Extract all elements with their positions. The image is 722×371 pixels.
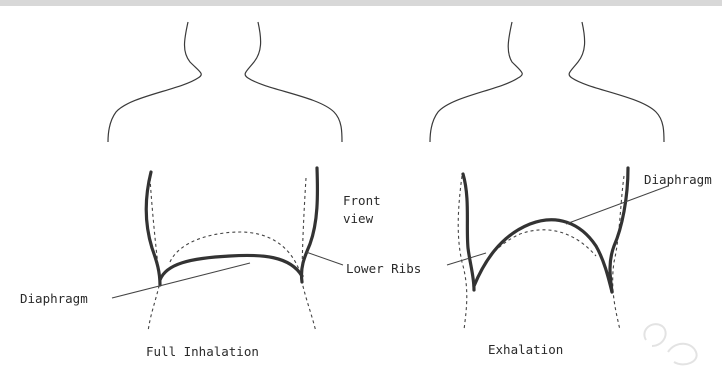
inhalation-figure <box>108 22 343 332</box>
exhalation-figure <box>430 22 668 330</box>
diaphragm-right-label: Diaphragm <box>644 173 712 187</box>
lower-ribs-exhalation-leader-line <box>447 253 486 265</box>
inhalation-neck-shoulders-outline-right <box>245 22 342 142</box>
exhalation-diaphragm-curve <box>474 220 612 292</box>
diaphragm-left-label: Diaphragm <box>20 292 88 306</box>
lower-ribs-leader-line <box>306 252 343 265</box>
inhalation-neck-shoulders-outline <box>108 22 201 142</box>
inhalation-dashed-dome <box>170 232 300 272</box>
exhalation-dashed-dome <box>476 230 596 282</box>
watermark-mark <box>644 324 696 364</box>
front-view-label-line2: view <box>343 212 373 226</box>
inhalation-caption: Full Inhalation <box>146 345 259 359</box>
diaphragm-left-leader-line <box>112 263 250 298</box>
diaphragm-right-leader-line <box>566 186 668 224</box>
exhalation-dashed-rib-outline-right <box>613 176 624 330</box>
inhalation-right-rib-wall <box>301 168 317 282</box>
inhalation-left-rib-wall <box>146 172 160 285</box>
exhalation-caption: Exhalation <box>488 343 563 357</box>
front-view-label-line1: Front <box>343 194 381 208</box>
exhalation-neck-shoulders-outline <box>430 22 522 142</box>
lower-ribs-label: Lower Ribs <box>346 262 421 276</box>
exhalation-neck-shoulders-outline-right <box>569 22 664 142</box>
